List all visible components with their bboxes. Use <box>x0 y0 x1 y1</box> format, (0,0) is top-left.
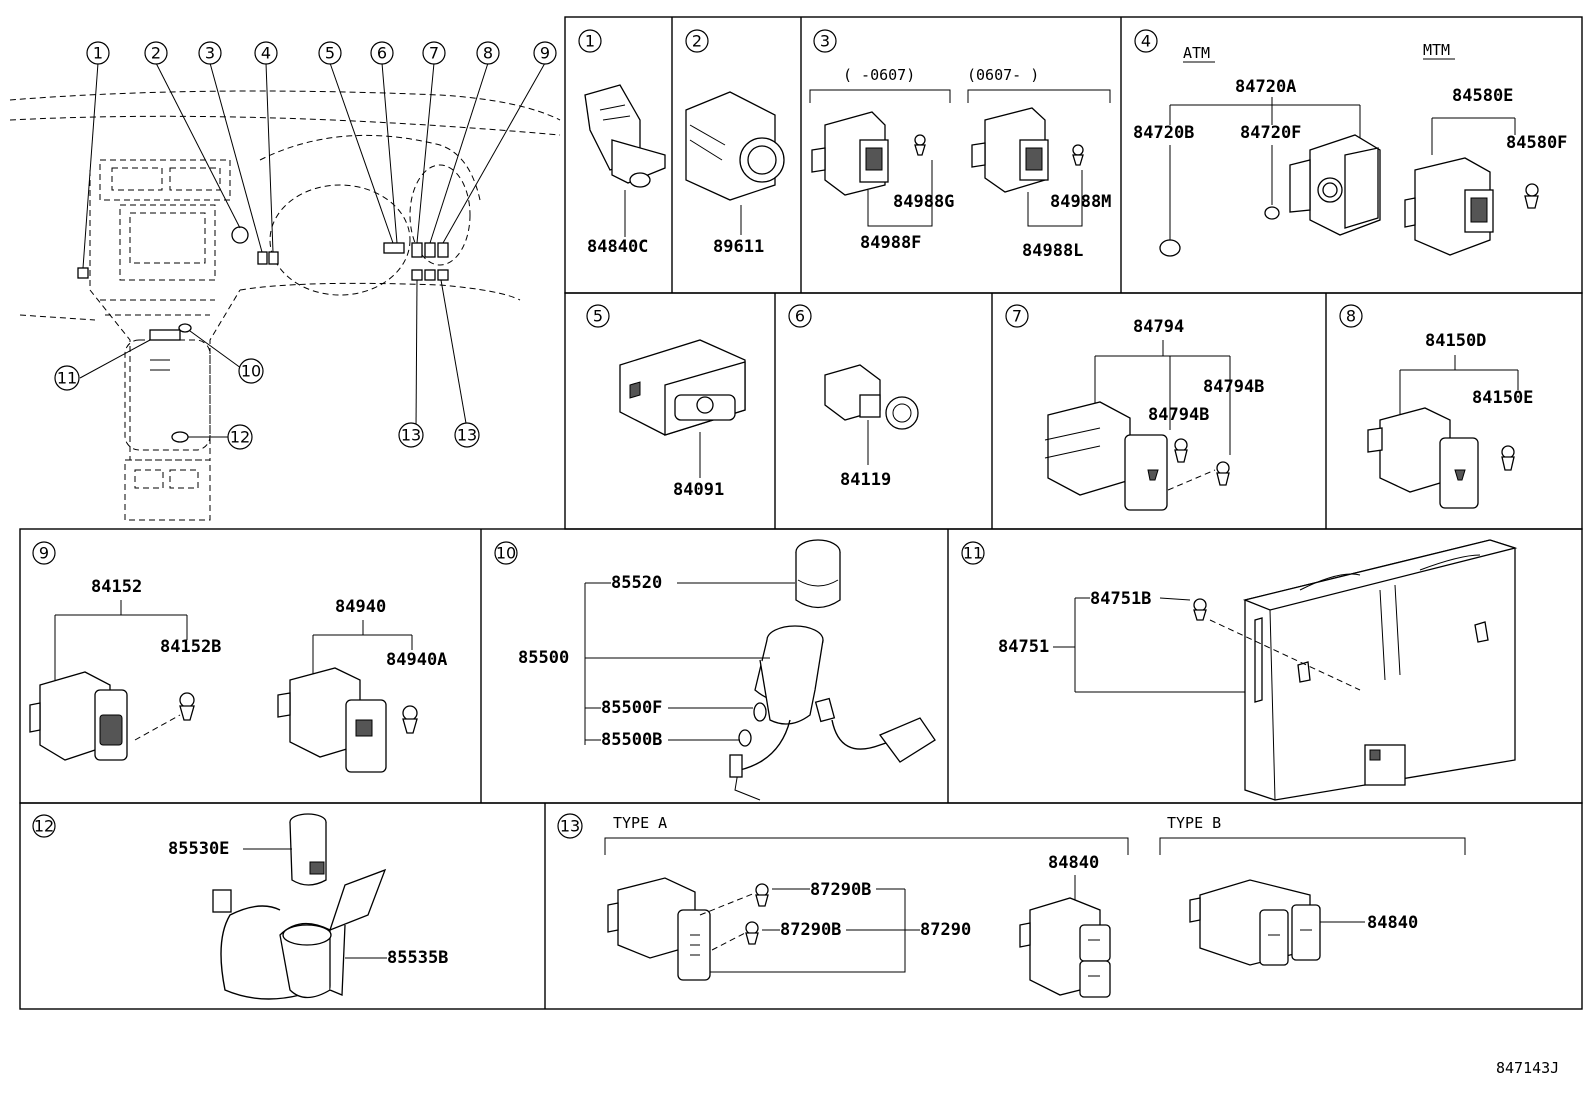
callout-13b-num: 13 <box>457 426 477 445</box>
label-84091: 84091 <box>673 480 724 500</box>
label-84720A: 84720A <box>1235 77 1296 97</box>
callout-11-num: 11 <box>57 369 77 388</box>
panel-9-num: 9 <box>39 544 49 563</box>
label-84150D: 84150D <box>1425 331 1486 351</box>
panel-9: 9 84152 84152B 84940 84940A <box>29 541 447 773</box>
label-84150E: 84150E <box>1472 388 1533 408</box>
label-85520: 85520 <box>611 573 662 593</box>
callout-4-num: 4 <box>261 44 271 63</box>
label-84840-b: 84840 <box>1367 913 1418 933</box>
panel-8: 8 84150D 84150E <box>1339 304 1533 509</box>
label-84988M: 84988M <box>1050 192 1111 212</box>
callout-6 <box>370 41 394 65</box>
callout-11 <box>54 365 80 391</box>
label-84840-a: 84840 <box>1048 853 1099 873</box>
label-84794B-a: 84794B <box>1203 377 1264 397</box>
type-a-label: TYPE A <box>613 814 667 832</box>
panel-3-num: 3 <box>820 32 830 51</box>
panel-7-num: 7 <box>1012 307 1022 326</box>
callout-13b <box>454 422 480 448</box>
label-87290B-b: 87290B <box>780 920 841 940</box>
callout-4 <box>254 41 278 65</box>
callout-7 <box>422 41 446 65</box>
callout-7-num: 7 <box>429 44 439 63</box>
panel-grid <box>19 16 1583 1010</box>
range-b: (0607- ) <box>967 66 1039 84</box>
panel-10-num: 10 <box>496 544 516 563</box>
callout-2 <box>144 41 168 65</box>
panel-11: 11 84751B 84751 <box>961 539 1518 801</box>
callout-12 <box>227 424 253 450</box>
label-84940: 84940 <box>335 597 386 617</box>
callout-9 <box>533 41 557 65</box>
panel-6: 6 84119 <box>788 304 919 490</box>
label-85500: 85500 <box>518 648 569 668</box>
callout-1-num: 1 <box>93 44 103 63</box>
label-84720F: 84720F <box>1240 123 1301 143</box>
callout-5 <box>318 41 342 65</box>
label-84152B: 84152B <box>160 637 221 657</box>
label-84988F: 84988F <box>860 233 921 253</box>
atm-label: ATM <box>1183 44 1210 62</box>
panel-1: 1 84840C <box>578 29 666 257</box>
label-87290B-a: 87290B <box>810 880 871 900</box>
panel-10: 10 85520 85500 85500F 85500B <box>494 539 936 801</box>
label-84751: 84751 <box>998 637 1049 657</box>
panel-13: 13 TYPE A TYPE B 87290B 87290B 87290 848… <box>557 813 1466 998</box>
panel-4-num: 4 <box>1141 32 1151 51</box>
callout-9-num: 9 <box>540 44 550 63</box>
panel-5: 5 84091 <box>586 304 746 500</box>
panel-12-num: 12 <box>34 817 54 836</box>
callout-13a-num: 13 <box>401 426 421 445</box>
callout-13a <box>398 422 424 448</box>
callout-3 <box>198 41 222 65</box>
panel-1-num: 1 <box>585 32 595 51</box>
label-84751B: 84751B <box>1090 589 1151 609</box>
label-84988G: 84988G <box>893 192 954 212</box>
label-89611: 89611 <box>713 237 764 257</box>
label-84580E: 84580E <box>1452 86 1513 106</box>
callout-6-num: 6 <box>377 44 387 63</box>
panel-7: 7 84794 84794B 84794B <box>1005 304 1264 511</box>
panel-13-num: 13 <box>560 817 580 836</box>
callout-3-num: 3 <box>205 44 215 63</box>
callout-10-num: 10 <box>241 362 261 381</box>
type-b-label: TYPE B <box>1167 814 1221 832</box>
panel-5-num: 5 <box>593 307 603 326</box>
label-87290: 87290 <box>920 920 971 940</box>
label-85500F: 85500F <box>601 698 662 718</box>
panel-3: 3 ( -0607) (0607- ) 84988G 84988F 84988M… <box>809 29 1111 261</box>
label-84119: 84119 <box>840 470 891 490</box>
label-84152: 84152 <box>91 577 142 597</box>
callout-2-num: 2 <box>151 44 161 63</box>
panel-4: 4 ATM MTM 84720A 84720B 84720F 84580E 84… <box>1133 29 1567 257</box>
label-84840C: 84840C <box>587 237 648 257</box>
callout-8 <box>476 41 500 65</box>
callout-10 <box>238 358 264 384</box>
label-84988L: 84988L <box>1022 241 1083 261</box>
panel-11-num: 11 <box>963 544 983 563</box>
panel-6-num: 6 <box>795 307 805 326</box>
label-84794B-b: 84794B <box>1148 405 1209 425</box>
callout-12-num: 12 <box>230 428 250 447</box>
label-85500B: 85500B <box>601 730 662 750</box>
dashboard-overview: 1 2 3 4 5 6 7 8 9 11 10 12 13 13 <box>9 41 561 521</box>
label-84940A: 84940A <box>386 650 447 670</box>
callout-8-num: 8 <box>483 44 493 63</box>
label-84794: 84794 <box>1133 317 1184 337</box>
panel-12: 12 85530E 85535B <box>32 813 448 1000</box>
panel-2: 2 89611 <box>685 29 785 257</box>
label-85535B: 85535B <box>387 948 448 968</box>
diagram-id: 847143J <box>1496 1059 1559 1077</box>
panel-8-num: 8 <box>1346 307 1356 326</box>
label-85530E: 85530E <box>168 839 229 859</box>
mtm-label: MTM <box>1423 41 1450 59</box>
label-84720B: 84720B <box>1133 123 1194 143</box>
label-84580F: 84580F <box>1506 133 1567 153</box>
callout-1 <box>86 41 110 65</box>
range-a: ( -0607) <box>843 66 915 84</box>
callout-5-num: 5 <box>325 44 335 63</box>
panel-2-num: 2 <box>692 32 702 51</box>
